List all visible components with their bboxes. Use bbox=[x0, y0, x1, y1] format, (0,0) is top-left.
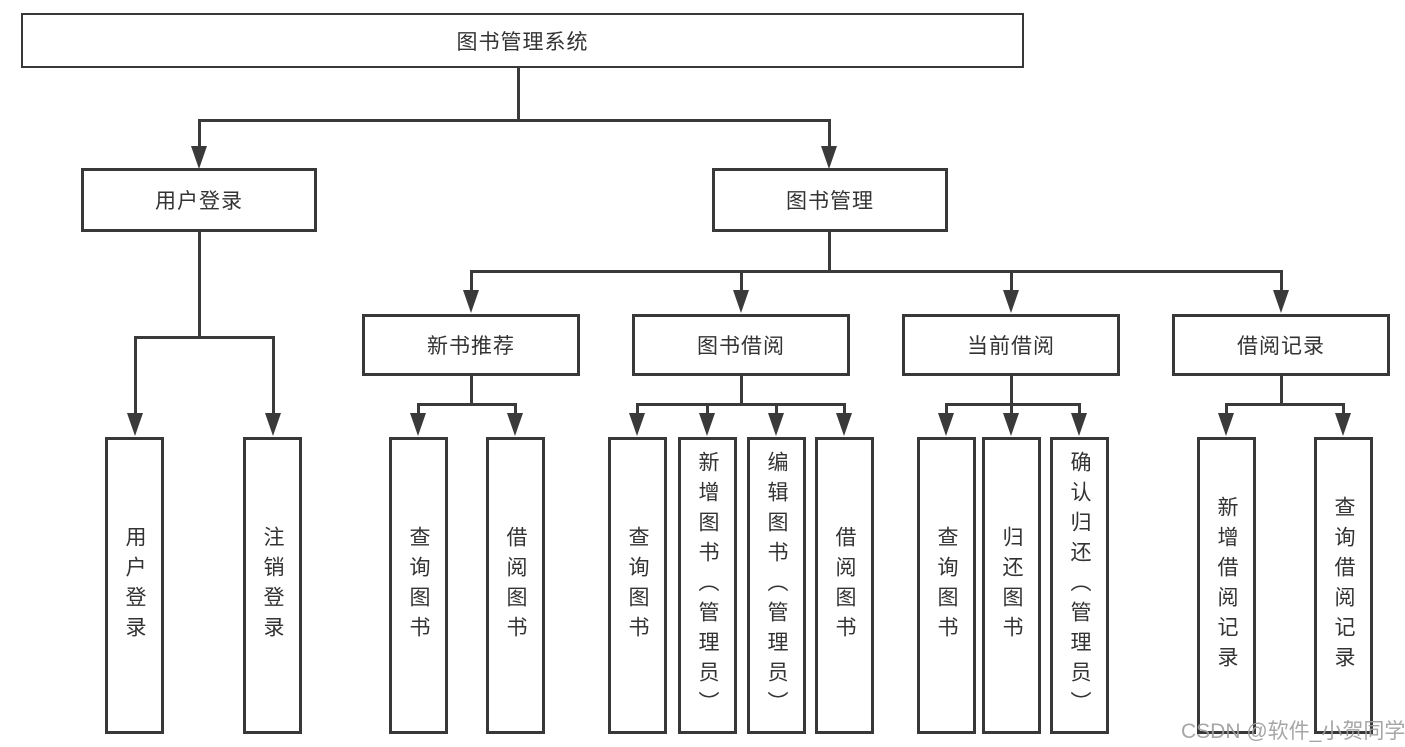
leaf-bb-borrow-books: 借阅图书 bbox=[815, 437, 874, 734]
connector-book-mgmt-stem bbox=[828, 232, 831, 271]
node-new-books: 新书推荐 bbox=[362, 314, 580, 376]
node-book-mgmt-label: 图书管理 bbox=[786, 190, 874, 213]
leaf-cb-confirm-return: 确认归还（管理员） bbox=[1050, 437, 1109, 734]
connector-drop-br-add bbox=[1225, 403, 1228, 414]
arrowhead-br-add-icon bbox=[1218, 413, 1234, 436]
connector-drop-new-books bbox=[470, 270, 473, 291]
arrowhead-bb-edit-icon bbox=[768, 413, 784, 436]
arrowhead-cb-confirm-icon bbox=[1071, 413, 1087, 436]
leaf-bb-query-books-label: 查询图书 bbox=[626, 525, 649, 646]
connector-drop-br-query bbox=[1342, 403, 1345, 414]
leaf-br-add-record-label: 新增借阅记录 bbox=[1215, 495, 1238, 676]
connector-borrow-records-rail bbox=[1226, 403, 1345, 406]
leaf-br-query-record-label: 查询借阅记录 bbox=[1332, 495, 1355, 676]
leaf-cb-return-books: 归还图书 bbox=[982, 437, 1041, 734]
arrowhead-nb-query-icon bbox=[410, 413, 426, 436]
connector-borrow-records-stem bbox=[1280, 376, 1283, 404]
leaf-logout: 注销登录 bbox=[243, 437, 302, 734]
leaf-bb-edit-books-label: 编辑图书（管理员） bbox=[765, 450, 788, 721]
connector-book-borrow-rail bbox=[636, 403, 846, 406]
arrowhead-cb-return-icon bbox=[1003, 413, 1019, 436]
arrowhead-book-mgmt-icon bbox=[821, 146, 837, 169]
leaf-nb-borrow-books-label: 借阅图书 bbox=[504, 525, 527, 646]
leaf-nb-borrow-books: 借阅图书 bbox=[486, 437, 545, 734]
connector-root-stem bbox=[517, 68, 520, 120]
node-library-system: 图书管理系统 bbox=[21, 13, 1024, 68]
leaf-bb-borrow-books-label: 借阅图书 bbox=[833, 525, 856, 646]
node-borrow-records: 借阅记录 bbox=[1172, 314, 1390, 376]
connector-user-login-stem bbox=[198, 232, 201, 337]
connector-book-mgmt-rail bbox=[470, 270, 1283, 273]
arrowhead-logout-leaf-icon bbox=[265, 413, 281, 436]
arrowhead-br-query-icon bbox=[1335, 413, 1351, 436]
connector-drop-cb-return bbox=[1010, 403, 1013, 414]
arrowhead-new-books-icon bbox=[463, 290, 479, 313]
leaf-bb-add-books: 新增图书（管理员） bbox=[678, 437, 737, 734]
connector-new-books-rail bbox=[417, 403, 517, 406]
connector-current-borrow-stem bbox=[1010, 376, 1013, 404]
connector-drop-cb-query bbox=[945, 403, 948, 414]
node-new-books-label: 新书推荐 bbox=[427, 335, 515, 358]
connector-drop-bb-borrow bbox=[843, 403, 846, 414]
connector-drop-book-mgmt bbox=[828, 119, 831, 149]
arrowhead-login-leaf-icon bbox=[127, 413, 143, 436]
arrowhead-book-borrow-icon bbox=[733, 290, 749, 313]
node-book-mgmt: 图书管理 bbox=[712, 168, 948, 232]
node-library-system-label: 图书管理系统 bbox=[456, 30, 589, 54]
connector-drop-bb-edit bbox=[775, 403, 778, 414]
connector-drop-current-borrow bbox=[1010, 270, 1013, 291]
connector-new-books-stem bbox=[470, 376, 473, 404]
connector-drop-book-borrow bbox=[740, 270, 743, 291]
arrowhead-nb-borrow-icon bbox=[507, 413, 523, 436]
node-current-borrow: 当前借阅 bbox=[902, 314, 1120, 376]
watermark: CSDN @软件_小贺同学 bbox=[1181, 720, 1405, 743]
arrowhead-bb-add-icon bbox=[699, 413, 715, 436]
leaf-nb-query-books: 查询图书 bbox=[389, 437, 448, 734]
connector-drop-bb-add bbox=[706, 403, 709, 414]
leaf-logout-label: 注销登录 bbox=[261, 525, 284, 646]
arrowhead-bb-borrow-icon bbox=[836, 413, 852, 436]
leaf-br-add-record: 新增借阅记录 bbox=[1197, 437, 1256, 734]
connector-drop-nb-query bbox=[417, 403, 420, 414]
leaf-cb-return-books-label: 归还图书 bbox=[1000, 525, 1023, 646]
arrowhead-cb-query-icon bbox=[938, 413, 954, 436]
node-book-borrow: 图书借阅 bbox=[632, 314, 850, 376]
node-user-login-label: 用户登录 bbox=[155, 190, 243, 213]
connector-drop-bb-query bbox=[636, 403, 639, 414]
leaf-bb-query-books: 查询图书 bbox=[608, 437, 667, 734]
leaf-user-login-label: 用户登录 bbox=[123, 525, 146, 646]
connector-user-login-rail bbox=[134, 336, 274, 339]
arrowhead-borrow-records-icon bbox=[1273, 290, 1289, 313]
leaf-bb-add-books-label: 新增图书（管理员） bbox=[696, 450, 719, 721]
node-book-borrow-label: 图书借阅 bbox=[697, 335, 785, 358]
node-borrow-records-label: 借阅记录 bbox=[1237, 335, 1325, 358]
connector-current-borrow-rail bbox=[946, 403, 1081, 406]
connector-book-borrow-stem bbox=[740, 376, 743, 404]
connector-drop-logout-leaf bbox=[272, 336, 275, 414]
leaf-nb-query-books-label: 查询图书 bbox=[407, 525, 430, 646]
leaf-cb-confirm-return-label: 确认归还（管理员） bbox=[1068, 450, 1091, 721]
leaf-user-login: 用户登录 bbox=[105, 437, 164, 734]
arrowhead-current-borrow-icon bbox=[1003, 290, 1019, 313]
node-current-borrow-label: 当前借阅 bbox=[967, 335, 1055, 358]
leaf-cb-query-books-label: 查询图书 bbox=[935, 525, 958, 646]
connector-drop-nb-borrow bbox=[514, 403, 517, 414]
node-user-login: 用户登录 bbox=[81, 168, 317, 232]
connector-drop-user-login bbox=[198, 119, 201, 149]
leaf-cb-query-books: 查询图书 bbox=[917, 437, 976, 734]
leaf-bb-edit-books: 编辑图书（管理员） bbox=[747, 437, 806, 734]
connector-drop-cb-confirm bbox=[1078, 403, 1081, 414]
connector-root-rail bbox=[198, 119, 831, 122]
arrowhead-user-login-icon bbox=[191, 146, 207, 169]
leaf-br-query-record: 查询借阅记录 bbox=[1314, 437, 1373, 734]
connector-drop-borrow-records bbox=[1280, 270, 1283, 291]
connector-drop-login-leaf bbox=[134, 336, 137, 414]
arrowhead-bb-query-icon bbox=[629, 413, 645, 436]
